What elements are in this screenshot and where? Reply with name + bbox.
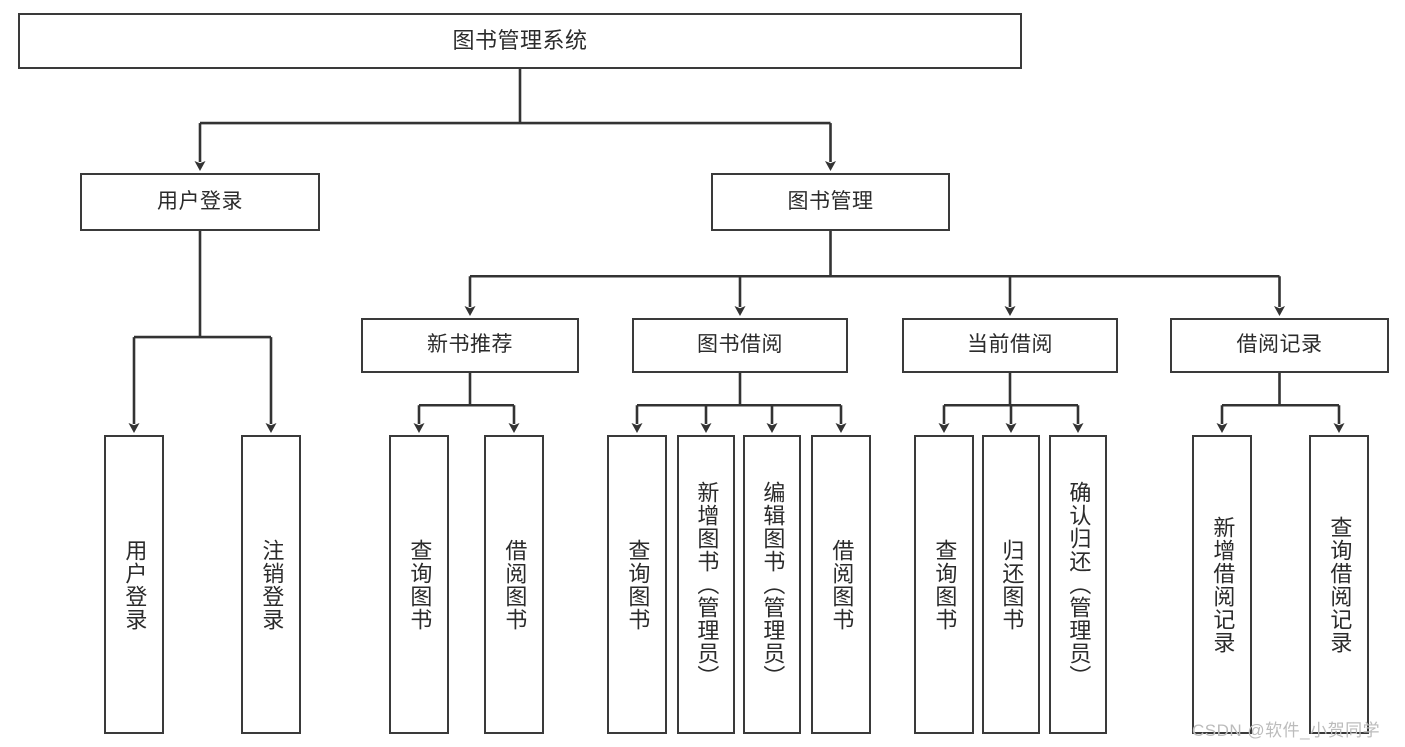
node-new-book-recommend-label: 新书推荐 — [427, 333, 513, 357]
node-leaf-add-record[interactable]: 新增借阅记录 — [1192, 435, 1252, 734]
node-book-manage[interactable]: 图书管理 — [711, 173, 950, 231]
node-book-manage-label: 图书管理 — [787, 189, 874, 213]
node-current-borrow-label: 当前借阅 — [967, 333, 1053, 357]
node-root[interactable]: 图书管理系统 — [18, 13, 1022, 69]
node-leaf-borrow-book-1[interactable]: 借阅图书 — [484, 435, 544, 734]
node-leaf-add-record-label: 新增借阅记录 — [1210, 515, 1236, 654]
node-leaf-user-login-label: 用户登录 — [122, 538, 148, 631]
node-leaf-query-book-2-label: 查询图书 — [625, 538, 651, 631]
node-leaf-add-book[interactable]: 新增图书（管理员） — [677, 435, 735, 734]
node-new-book-recommend[interactable]: 新书推荐 — [361, 318, 579, 373]
node-leaf-borrow-book-2-label: 借阅图书 — [829, 538, 855, 631]
node-root-label: 图书管理系统 — [452, 28, 588, 54]
node-leaf-query-book-1[interactable]: 查询图书 — [389, 435, 449, 734]
node-leaf-borrow-book-1-label: 借阅图书 — [502, 538, 528, 631]
node-book-borrow[interactable]: 图书借阅 — [632, 318, 848, 373]
node-leaf-add-book-label: 新增图书（管理员） — [694, 481, 720, 688]
node-leaf-query-record-label: 查询借阅记录 — [1327, 515, 1353, 654]
node-leaf-query-book-3[interactable]: 查询图书 — [914, 435, 974, 734]
node-leaf-edit-book-label: 编辑图书（管理员） — [760, 481, 786, 688]
node-leaf-query-book-2[interactable]: 查询图书 — [607, 435, 667, 734]
node-borrow-record[interactable]: 借阅记录 — [1170, 318, 1389, 373]
node-user-login[interactable]: 用户登录 — [80, 173, 320, 231]
node-book-borrow-label: 图书借阅 — [697, 333, 783, 357]
node-leaf-confirm-return[interactable]: 确认归还（管理员） — [1049, 435, 1107, 734]
node-leaf-logout-label: 注销登录 — [259, 538, 285, 631]
node-leaf-query-book-1-label: 查询图书 — [407, 538, 433, 631]
node-leaf-confirm-return-label: 确认归还（管理员） — [1066, 481, 1092, 688]
node-leaf-edit-book[interactable]: 编辑图书（管理员） — [743, 435, 801, 734]
node-current-borrow[interactable]: 当前借阅 — [902, 318, 1118, 373]
node-leaf-query-record[interactable]: 查询借阅记录 — [1309, 435, 1369, 734]
node-borrow-record-label: 借阅记录 — [1236, 333, 1323, 357]
node-leaf-query-book-3-label: 查询图书 — [932, 538, 958, 631]
node-user-login-label: 用户登录 — [157, 189, 243, 213]
node-leaf-return-book[interactable]: 归还图书 — [982, 435, 1040, 734]
node-leaf-return-book-label: 归还图书 — [999, 538, 1025, 631]
node-leaf-user-login[interactable]: 用户登录 — [104, 435, 164, 734]
node-leaf-borrow-book-2[interactable]: 借阅图书 — [811, 435, 871, 734]
node-leaf-logout[interactable]: 注销登录 — [241, 435, 301, 734]
csdn-watermark: CSDN @软件_小贺同学 — [1192, 721, 1381, 740]
